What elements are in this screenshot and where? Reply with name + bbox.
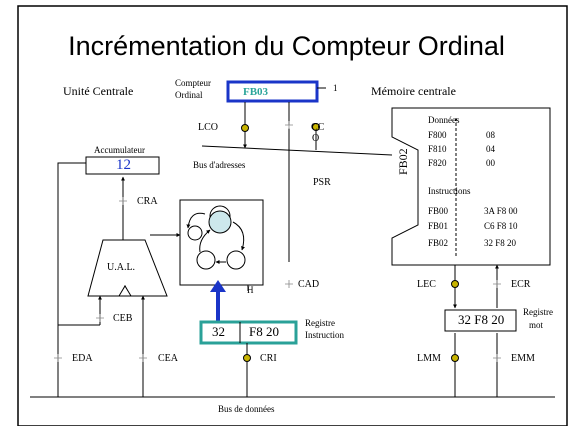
- gate-emm-inactive: [493, 354, 501, 362]
- signal-lec: LEC: [417, 279, 436, 290]
- data-bus-label: Bus de données: [218, 404, 275, 414]
- memory-section-label: Mémoire centrale: [371, 84, 456, 98]
- signal-cri: CRI: [260, 353, 277, 364]
- gate-lco: [241, 124, 249, 132]
- memory-address-register: FB02: [396, 148, 410, 175]
- gate-cea-inactive: [139, 354, 147, 362]
- acc-feedback-loop: [57, 162, 100, 326]
- memory-data-val-1: 04: [486, 144, 495, 154]
- memory-instr-val-2: 32 F8 20: [484, 238, 517, 248]
- word-register-value: 32 F8 20: [458, 312, 505, 327]
- cpu-section-label: Unité Centrale: [63, 84, 134, 98]
- memory-data-addr-2: F820: [428, 158, 447, 168]
- gate-cco: [312, 123, 320, 131]
- accumulator-box: [85, 156, 160, 175]
- address-bus-line: [201, 145, 393, 156]
- address-bus-label: Bus d'adresses: [193, 160, 246, 170]
- seq-state-4: [187, 225, 203, 241]
- gate-ecr-inactive: [493, 280, 501, 288]
- accumulator-label: Accumulateur: [94, 145, 145, 155]
- signal-lco: LCO: [198, 122, 218, 133]
- pc-box: [226, 80, 319, 103]
- signal-cad: CAD: [298, 279, 320, 290]
- ir-arrow-head: [210, 280, 226, 292]
- clock-label: H: [247, 285, 254, 295]
- memory-data-val-2: 00: [486, 158, 495, 168]
- alu-label: U.A.L.: [107, 262, 136, 273]
- slide-title: Incrémentation du Compteur Ordinal: [68, 31, 505, 61]
- memory-instructions-heading: Instructions: [428, 186, 471, 196]
- memory-data-heading: Données: [428, 115, 460, 125]
- signal-cra: CRA: [137, 196, 158, 207]
- word-register-label-line1: Registre: [523, 307, 553, 317]
- pc-label-line1: Compteur: [175, 78, 211, 88]
- gate-cra-inactive: [119, 197, 127, 205]
- signal-ceb: CEB: [113, 313, 133, 324]
- pc-plus-one: 1: [333, 83, 338, 93]
- accumulator-value: 12: [116, 157, 131, 173]
- memory-data-addr-1: F810: [428, 144, 447, 154]
- signal-lmm: LMM: [417, 353, 441, 364]
- signal-cea: CEA: [158, 353, 178, 364]
- gate-lmm: [451, 354, 459, 362]
- ir-operand: F8 20: [249, 324, 279, 339]
- signal-psr: PSR: [313, 177, 331, 188]
- seq-state-2: [196, 250, 216, 270]
- ir-box: [199, 320, 298, 345]
- gate-eda-inactive: [54, 354, 62, 362]
- signal-emm: EMM: [511, 353, 535, 364]
- word-register-box: [444, 309, 517, 332]
- memory-data-val-0: 08: [486, 130, 495, 140]
- gate-lec: [451, 280, 459, 288]
- seq-state-active: [208, 210, 232, 234]
- pc-label-line2: Ordinal: [175, 90, 203, 100]
- word-register-label-line2: mot: [529, 320, 544, 330]
- seq-trans-4: [199, 229, 211, 253]
- pc-value: FB03: [243, 86, 269, 98]
- memory-instr-val-0: 3A F8 00: [484, 206, 518, 216]
- memory-instr-val-1: C6 F8 10: [484, 221, 518, 231]
- seq-trans-1: [186, 212, 206, 229]
- gate-ceb-inactive: [96, 314, 104, 322]
- memory-data-addr-0: F800: [428, 130, 447, 140]
- gate-cri: [243, 354, 251, 362]
- memory-instr-addr-2: FB02: [428, 238, 449, 248]
- gate-cad-inactive: [285, 280, 293, 288]
- signal-cc-line1: CC: [311, 122, 325, 133]
- ir-opcode: 32: [212, 324, 225, 339]
- signal-cc-line2: O: [312, 133, 320, 144]
- ir-label-line2: Instruction: [305, 330, 344, 340]
- ir-label-line1: Registre: [305, 318, 335, 328]
- gate-inactive-group: [54, 121, 501, 362]
- memory-instr-addr-1: FB01: [428, 221, 449, 231]
- seq-trans-2: [232, 221, 245, 251]
- alu-notch: [118, 285, 132, 297]
- seq-state-3: [226, 250, 246, 270]
- signal-ecr: ECR: [511, 279, 531, 290]
- gate-cc-inactive: [285, 121, 293, 129]
- memory-block: [391, 107, 551, 266]
- signal-eda: EDA: [72, 353, 93, 364]
- memory-instr-addr-0: FB00: [428, 206, 449, 216]
